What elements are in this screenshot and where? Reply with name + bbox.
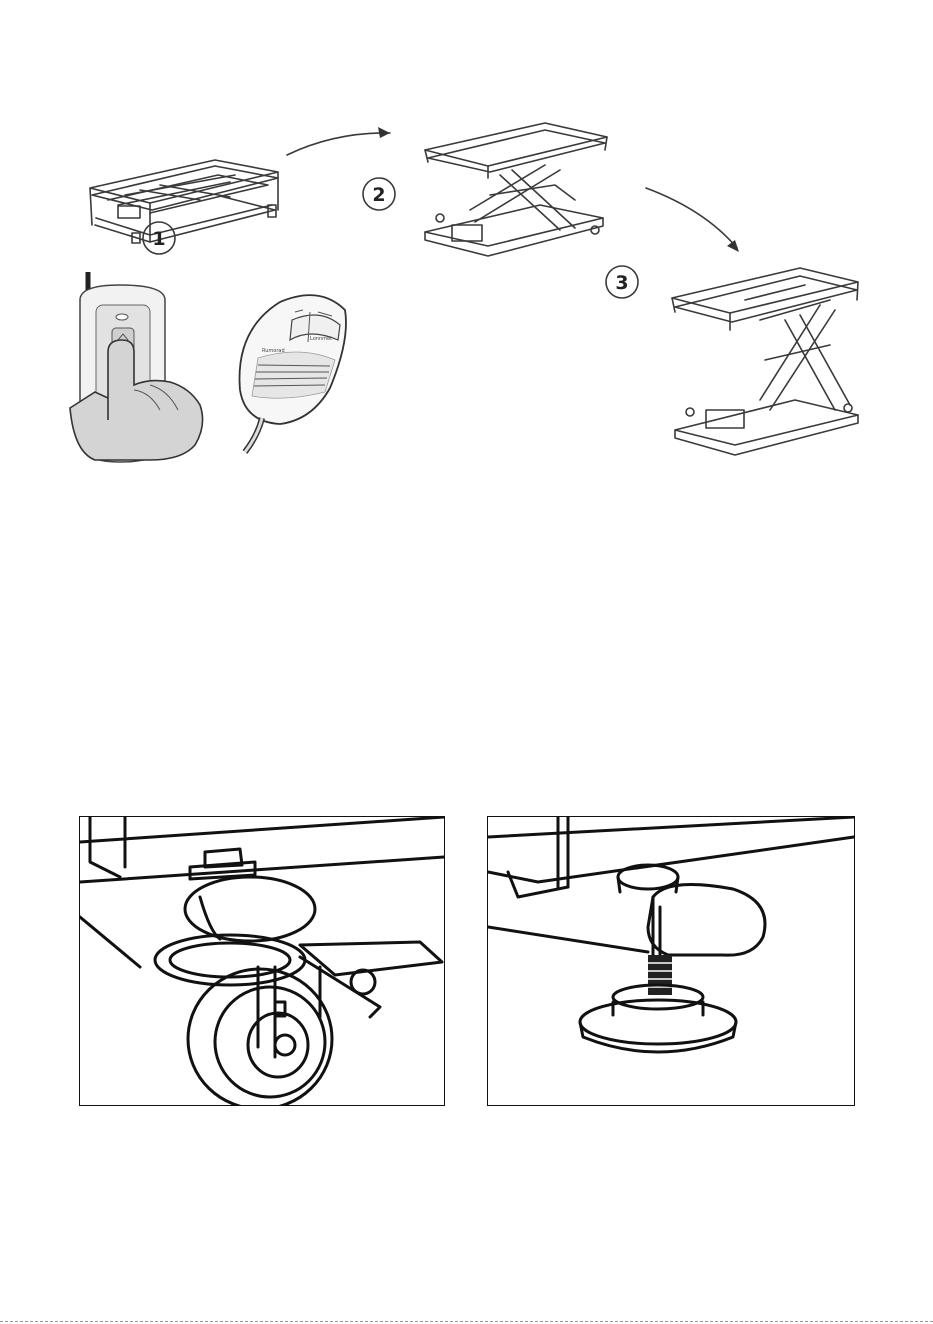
svg-text:2: 2: [372, 184, 385, 206]
arrow-step2-to-3-icon: [646, 188, 739, 252]
caster-wheel-panel: [79, 816, 445, 1106]
hand-pendant-icon: Lonnmet Rumorad: [240, 295, 347, 452]
step-badge-3: 3: [606, 266, 638, 298]
svg-text:1: 1: [152, 228, 165, 250]
assembly-steps-diagram: 1 2 3: [0, 0, 933, 470]
leveling-foot-panel: [487, 816, 855, 1106]
page-bottom-edge: [0, 1321, 933, 1322]
frame-mid-icon: [425, 123, 607, 256]
frame-lowered-icon: [90, 160, 278, 243]
arrow-step1-to-2-icon: [287, 127, 390, 155]
svg-text:3: 3: [615, 272, 628, 294]
frame-raised-icon: [672, 268, 858, 455]
step-badge-2: 2: [363, 178, 395, 210]
caster-wheel-icon: [80, 817, 444, 1105]
svg-text:Lonnmet: Lonnmet: [310, 336, 332, 342]
leveling-foot-icon: [488, 817, 854, 1105]
step-badge-1: 1: [143, 222, 175, 254]
